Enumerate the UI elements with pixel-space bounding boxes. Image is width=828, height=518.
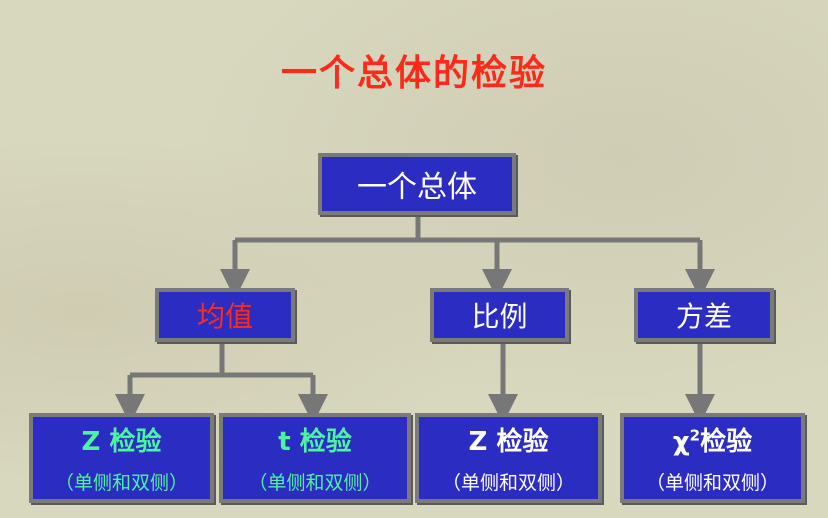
- node-variance: 方差: [634, 288, 774, 342]
- leaf-sublabel: （单侧和双侧）: [441, 472, 575, 494]
- node-t-test: t 检验 （单侧和双侧）: [219, 413, 411, 503]
- node-one-population: 一个总体: [318, 153, 516, 215]
- node-chi-square-test: χ2检验 （单侧和双侧）: [620, 413, 805, 503]
- leaf-label: Z 检验: [81, 427, 162, 457]
- leaf-sublabel: （单侧和双侧）: [248, 472, 382, 494]
- node-z-test-mean: Z 检验 （单侧和双侧）: [29, 413, 214, 503]
- node-mean: 均值: [155, 288, 295, 342]
- slide-title: 一个总体的检验: [280, 53, 547, 94]
- superscript: 2: [689, 426, 701, 445]
- test-word: 检验: [700, 427, 753, 457]
- leaf-label: χ2检验: [673, 421, 752, 458]
- chi-symbol: χ: [672, 427, 690, 457]
- leaf-label: t 检验: [278, 427, 352, 457]
- node-proportion: 比例: [430, 288, 569, 342]
- leaf-label: Z 检验: [468, 427, 549, 457]
- leaf-sublabel: （单侧和双侧）: [645, 472, 779, 494]
- node-z-test-proportion: Z 检验 （单侧和双侧）: [415, 413, 602, 503]
- leaf-sublabel: （单侧和双侧）: [54, 472, 188, 494]
